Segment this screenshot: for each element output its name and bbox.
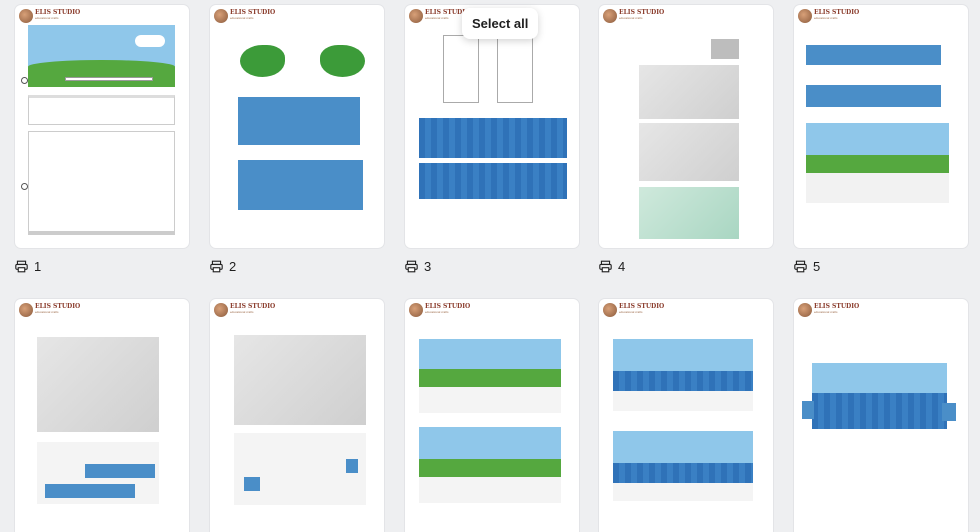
blue-strip-bottom [238, 160, 363, 210]
page-label-4: 4 [599, 259, 625, 274]
instruction-photo [639, 65, 739, 119]
water-strip [613, 463, 753, 483]
base-panel [613, 483, 753, 501]
printer-icon [794, 260, 807, 273]
duck-left-illustration [240, 45, 285, 77]
base-panel [419, 387, 561, 413]
blue-strip [85, 464, 155, 478]
hill [419, 369, 561, 387]
water-strip [613, 371, 753, 391]
blue-strip-bottom [806, 85, 941, 107]
page-label-5: 5 [794, 259, 820, 274]
instruction-photo [639, 123, 739, 181]
base-panel [28, 131, 175, 235]
sky-panel [613, 339, 753, 371]
printer-icon [15, 260, 28, 273]
blue-strip [45, 484, 135, 498]
base-panel [419, 477, 561, 503]
blue-tab [346, 459, 358, 473]
hill [28, 60, 175, 87]
fold-panel [28, 95, 175, 125]
instruction-photo [234, 433, 366, 505]
page-number: 3 [424, 259, 432, 274]
cloud [135, 35, 165, 47]
hill [419, 459, 561, 477]
printer-icon [405, 260, 418, 273]
water-strip-bottom [419, 163, 567, 199]
blue-tab [942, 403, 956, 421]
slot-line [65, 77, 153, 81]
page-label-2: 2 [210, 259, 236, 274]
callout-marker [21, 77, 28, 84]
select-all-tooltip[interactable]: Select all [462, 8, 539, 39]
sky-panel [812, 363, 947, 393]
blue-strip-top [806, 45, 941, 65]
gray-swatch [711, 39, 739, 59]
blue-tab [244, 477, 260, 491]
sky-panel [613, 431, 753, 463]
water-strip [812, 393, 947, 429]
paper-slot-right [497, 35, 533, 103]
instruction-photo [639, 187, 739, 239]
instruction-photo [234, 335, 366, 425]
base-panel [613, 391, 753, 411]
page-number: 4 [618, 259, 626, 274]
hill [806, 155, 949, 173]
instruction-photo [37, 337, 159, 432]
page-label-1: 1 [15, 259, 41, 274]
paper-slot-left [443, 35, 479, 103]
printer-icon [599, 260, 612, 273]
blue-strip-top [238, 97, 360, 145]
printer-icon [210, 260, 223, 273]
page-number: 5 [813, 259, 821, 274]
blue-tab [802, 401, 814, 419]
page-number: 1 [34, 259, 42, 274]
base-panel [806, 173, 949, 203]
page-label-3: 3 [405, 259, 431, 274]
callout-marker [21, 183, 28, 190]
water-strip-top [419, 118, 567, 158]
duck-right-illustration [320, 45, 365, 77]
page-number: 2 [229, 259, 237, 274]
